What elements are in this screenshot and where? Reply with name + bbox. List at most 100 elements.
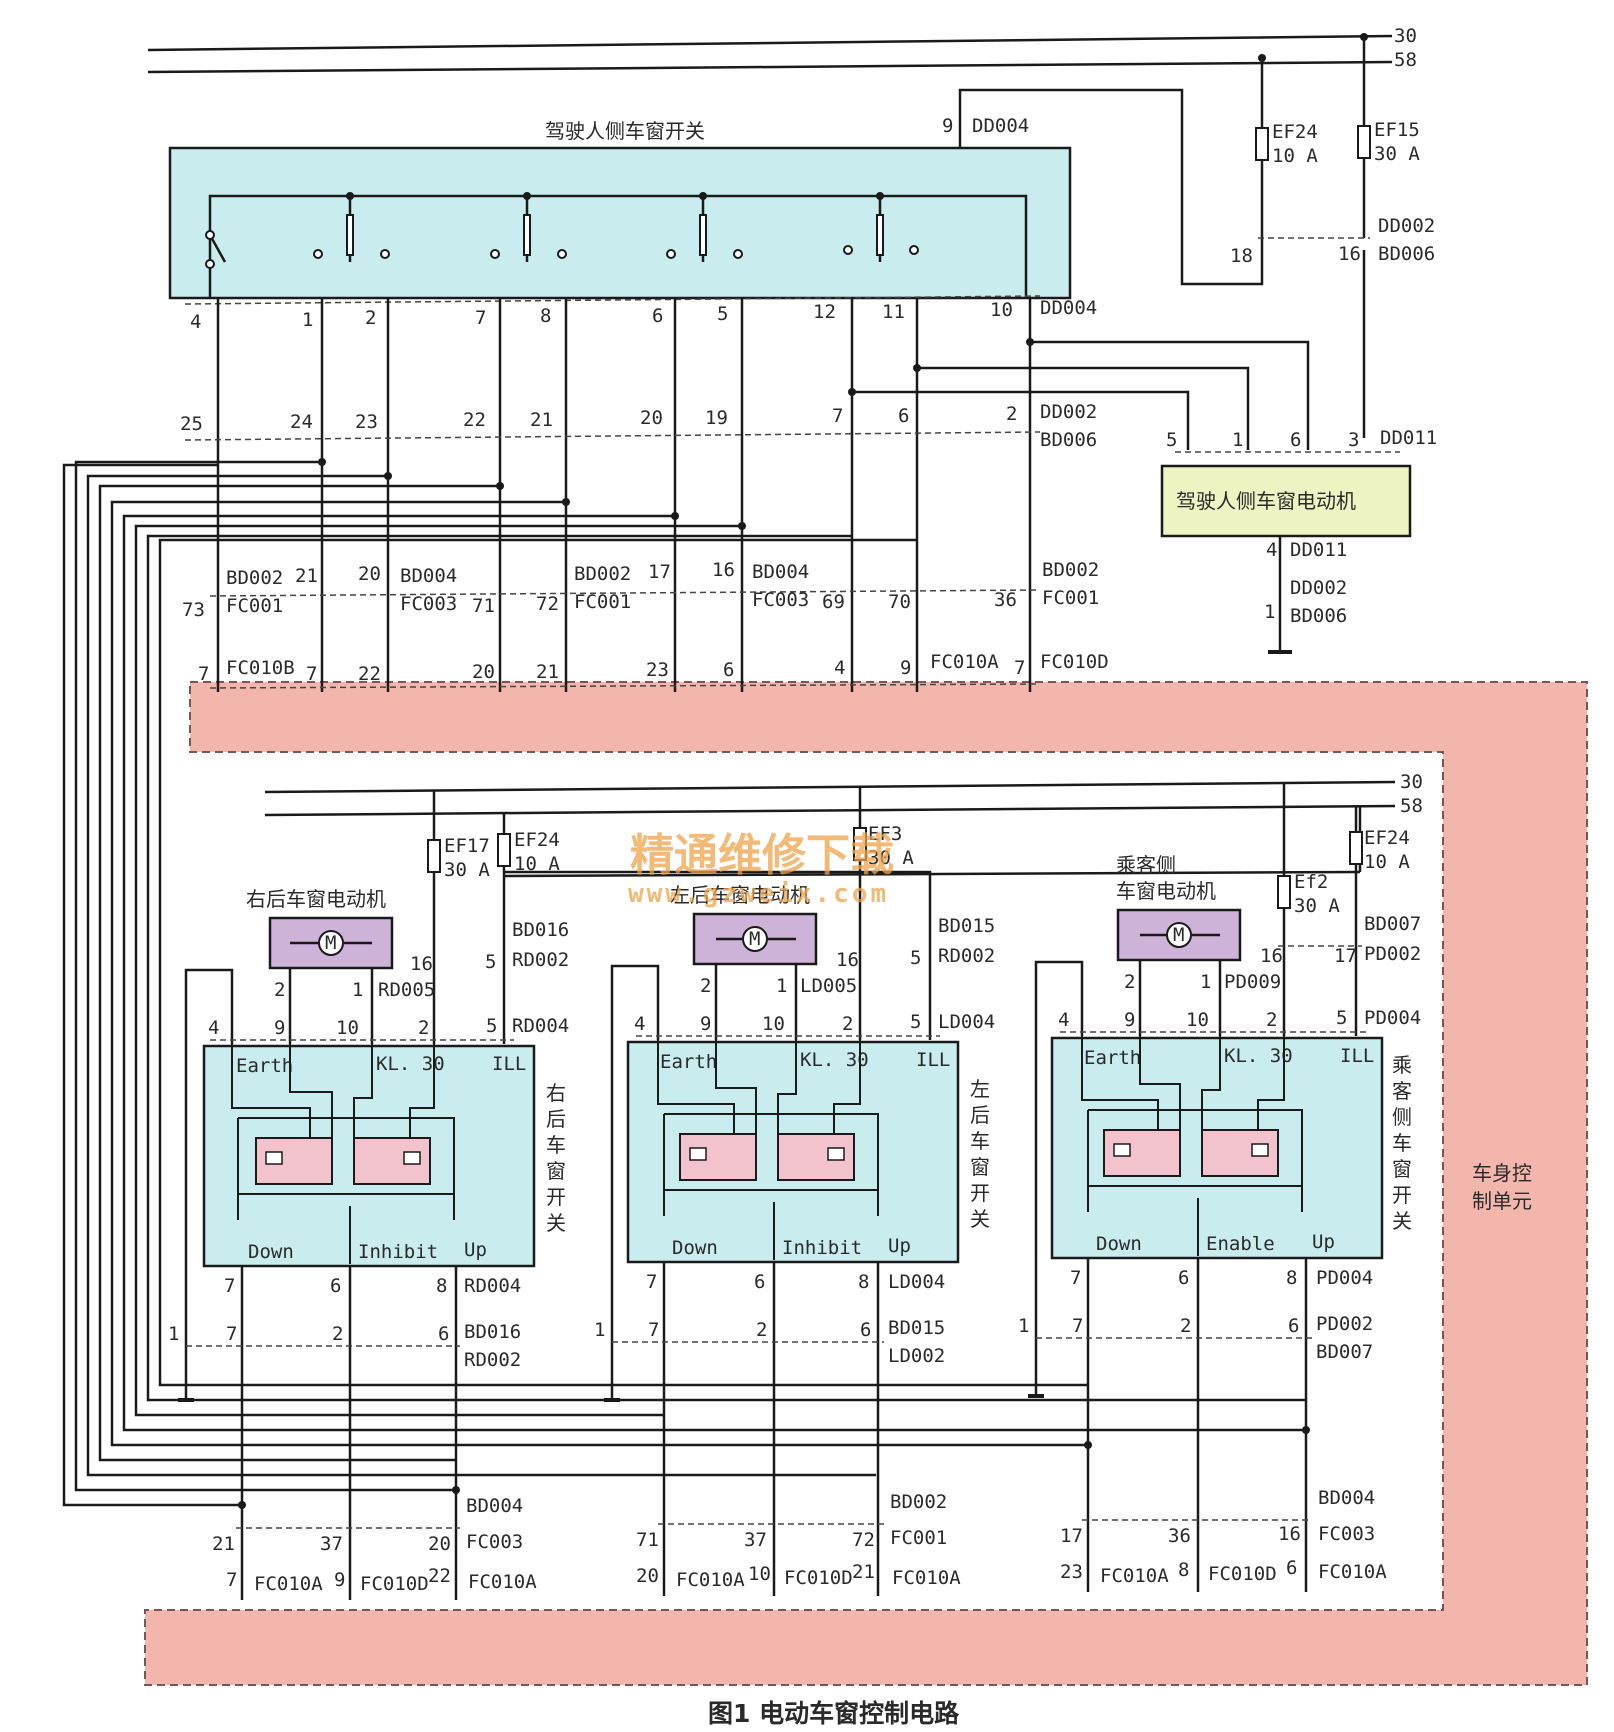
conn-rd002: RD002 bbox=[512, 949, 569, 971]
lr-switch-label-6: 关 bbox=[970, 1207, 990, 1231]
pin-label: 4 bbox=[834, 657, 845, 679]
pin-label: 23 bbox=[1060, 1561, 1083, 1583]
pin-label: 20 bbox=[640, 407, 663, 429]
pin-label: 6 bbox=[754, 1271, 765, 1293]
pin-label: 7 bbox=[832, 405, 843, 427]
pin-label: 20 bbox=[636, 1565, 659, 1587]
mid-connector-pins: 25 24 23 22 21 20 19 7 6 2 DD002 BD006 bbox=[180, 401, 1097, 451]
pin-label: 10 bbox=[762, 1013, 785, 1035]
pin-label: 8 bbox=[1178, 1559, 1189, 1581]
conn-fc003: FC003 bbox=[400, 593, 457, 615]
conn-fc010a-pa1: FC010A bbox=[1100, 1565, 1169, 1587]
conn-bd007-b: BD007 bbox=[1316, 1341, 1373, 1363]
pin-label: 9 bbox=[700, 1013, 711, 1035]
fuse-ef24-p bbox=[1349, 831, 1363, 865]
pin-label: 72 bbox=[536, 593, 559, 615]
pa-middle: Enable bbox=[1206, 1233, 1275, 1255]
conn-bd004-rr: BD004 bbox=[466, 1495, 523, 1517]
pin-label: 2 bbox=[418, 1017, 429, 1039]
conn-fc010d-pa: FC010D bbox=[1208, 1563, 1277, 1585]
conn-fc010d-rr: FC010D bbox=[360, 1573, 429, 1595]
pin-label: 70 bbox=[888, 591, 911, 613]
conn-bd002-lr: BD002 bbox=[890, 1491, 947, 1513]
pin-label: 7 bbox=[306, 663, 317, 685]
pin-label: 22 bbox=[463, 409, 486, 431]
pin-label: 2 bbox=[1006, 403, 1017, 425]
module-right-rear: EF17 30 A EF24 10 A 右后车窗电动机 M 16 5 BD016… bbox=[168, 790, 1362, 1600]
pin-label: 6 bbox=[330, 1275, 341, 1297]
pin-label: 5 bbox=[717, 303, 728, 325]
conn-fc001-b: FC001 bbox=[574, 591, 631, 613]
pin-label: 9 bbox=[334, 1569, 345, 1591]
lr-earth: Earth bbox=[660, 1051, 717, 1073]
pin-label: 21 bbox=[530, 409, 553, 431]
rr-switch-label-2: 后 bbox=[546, 1107, 566, 1131]
conn-fc003-rr: FC003 bbox=[466, 1531, 523, 1553]
watermark-url: www.gzweix.com bbox=[628, 879, 889, 909]
pa-switch-label-7: 关 bbox=[1392, 1209, 1412, 1233]
fuse-ef2 bbox=[1277, 875, 1291, 909]
pin-label: 1 bbox=[1264, 601, 1275, 623]
pin-label: 4 bbox=[190, 311, 201, 333]
pa-earth: Earth bbox=[1084, 1047, 1141, 1069]
conn-dd011: DD011 bbox=[1380, 427, 1437, 449]
pin-label: 4 bbox=[634, 1013, 645, 1035]
pin-label: 1 bbox=[302, 309, 313, 331]
driver-motor-pins: 5 1 6 3 DD011 4 DD011 1 DD002 BD006 bbox=[1166, 427, 1437, 627]
fuse-ef15-rating: 30 A bbox=[1374, 143, 1420, 165]
pin-label: 7 bbox=[1014, 657, 1025, 679]
pin-label: 4 bbox=[208, 1017, 219, 1039]
pin-label: 8 bbox=[436, 1275, 447, 1297]
rr-motor-icon bbox=[318, 930, 344, 956]
conn-fc001-lr: FC001 bbox=[890, 1527, 947, 1549]
pin-label: 11 bbox=[882, 301, 905, 323]
pin-label: 1 bbox=[168, 1323, 179, 1345]
driver-motor-title: 驾驶人侧车窗电动机 bbox=[1176, 489, 1356, 513]
pin-label: 2 bbox=[1180, 1315, 1191, 1337]
conn-dd004-top: DD004 bbox=[972, 115, 1029, 137]
pin-label: 21 bbox=[852, 1561, 875, 1583]
pin-label: 12 bbox=[813, 301, 836, 323]
bcm-label-2: 制单元 bbox=[1472, 1189, 1532, 1213]
pin-label: 6 bbox=[898, 405, 909, 427]
pin-label: 21 bbox=[212, 1533, 235, 1555]
pin-label: 7 bbox=[226, 1323, 237, 1345]
pin-label: 5 bbox=[910, 947, 921, 969]
rr-motor-m: M bbox=[325, 932, 336, 954]
fuse-ef17-rating: 30 A bbox=[444, 859, 490, 881]
conn-bd006-top: BD006 bbox=[1378, 243, 1435, 265]
pin-label: 7 bbox=[226, 1569, 237, 1591]
pin-label: 6 bbox=[1286, 1557, 1297, 1579]
pin-label: 17 bbox=[1060, 1525, 1083, 1547]
conn-bd006-gnd: BD006 bbox=[1290, 605, 1347, 627]
conn-bd002-c: BD002 bbox=[1042, 559, 1099, 581]
rail-58-label: 58 bbox=[1394, 49, 1417, 71]
fuse-ef24-rr bbox=[497, 833, 511, 867]
conn-rd002-b: RD002 bbox=[464, 1349, 521, 1371]
lr-down: Down bbox=[672, 1237, 718, 1259]
conn-fc003-pa: FC003 bbox=[1318, 1523, 1375, 1545]
driver-switch-title: 驾驶人侧车窗开关 bbox=[545, 119, 705, 143]
lr-switch-label-1: 左 bbox=[970, 1077, 990, 1101]
pin-label: 16 bbox=[1278, 1523, 1301, 1545]
rr-up: Up bbox=[464, 1239, 487, 1261]
rr-switch-label-6: 关 bbox=[546, 1211, 566, 1235]
pin-label: 16 bbox=[712, 559, 735, 581]
pin-label: 2 bbox=[365, 307, 376, 329]
figure-caption: 图1 电动车窗控制电路 bbox=[708, 1699, 960, 1728]
pin-label: 10 bbox=[990, 299, 1013, 321]
conn-ld004-b: LD004 bbox=[888, 1271, 945, 1293]
conn-ld004: LD004 bbox=[938, 1011, 995, 1033]
pin-label: 73 bbox=[182, 599, 205, 621]
pa-motor-icon bbox=[1166, 922, 1192, 948]
driver-switch-box bbox=[168, 146, 1072, 300]
pin-label: 2 bbox=[700, 975, 711, 997]
pa-switch-label-3: 侧 bbox=[1392, 1105, 1412, 1129]
pa-motor-m: M bbox=[1173, 924, 1184, 946]
pin-label: 22 bbox=[428, 1565, 451, 1587]
conn-fc010a-rr1: FC010A bbox=[254, 1573, 323, 1595]
pin-label: 7 bbox=[475, 307, 486, 329]
pin-label: 6 bbox=[1288, 1315, 1299, 1337]
pin-label: 69 bbox=[822, 591, 845, 613]
rr-switch-label-3: 车 bbox=[546, 1133, 566, 1157]
